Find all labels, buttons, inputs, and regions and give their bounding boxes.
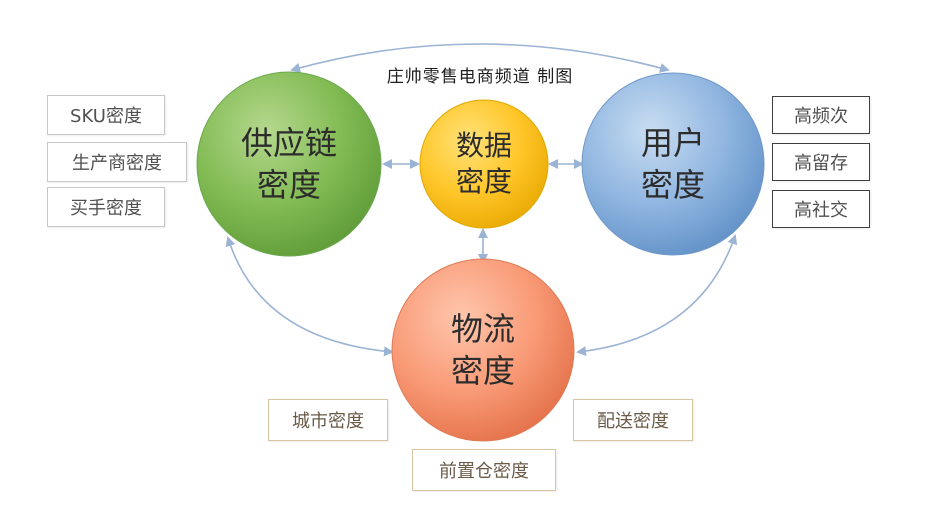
user-attr-box-retention: 高留存 [772, 143, 870, 181]
logistics-attr-box-city: 城市密度 [268, 399, 388, 441]
logistics-attr-box-delivery: 配送密度 [573, 399, 693, 441]
supply-chain-circle [196, 71, 382, 257]
user-label: 用户 密度 [603, 122, 743, 206]
arc-supply-user [290, 43, 670, 73]
diagram-title: 庄帅零售电商频道 制图 [386, 67, 574, 87]
user-label-line2: 密度 [640, 166, 705, 204]
logistics-circle [391, 258, 575, 442]
user-attr-box-social: 高社交 [772, 190, 870, 228]
supply-chain-label-line1: 供应链 [240, 124, 337, 162]
supply-chain-label: 供应链 密度 [219, 122, 359, 206]
supply-attr-box-sku: SKU密度 [47, 95, 165, 135]
data-circle [419, 99, 549, 229]
arc-supply-logistics [225, 236, 394, 357]
arc-user-logistics [576, 234, 738, 357]
logistics-attr-box-warehouse: 前置仓密度 [412, 449, 556, 491]
user-attr-box-frequency: 高频次 [772, 96, 870, 134]
logistics-label-line2: 密度 [450, 352, 515, 390]
user-label-line1: 用户 [640, 124, 705, 162]
data-label-line2: 密度 [455, 165, 512, 198]
user-circle [581, 72, 765, 256]
logistics-label: 物流 密度 [413, 308, 553, 392]
data-label-line1: 数据 [455, 129, 512, 162]
supply-attr-box-producer: 生产商密度 [47, 142, 187, 182]
logistics-label-line1: 物流 [450, 310, 515, 348]
supply-attr-box-buyer: 买手密度 [47, 187, 165, 227]
supply-chain-label-line2: 密度 [256, 166, 321, 204]
data-label: 数据 密度 [429, 128, 539, 200]
